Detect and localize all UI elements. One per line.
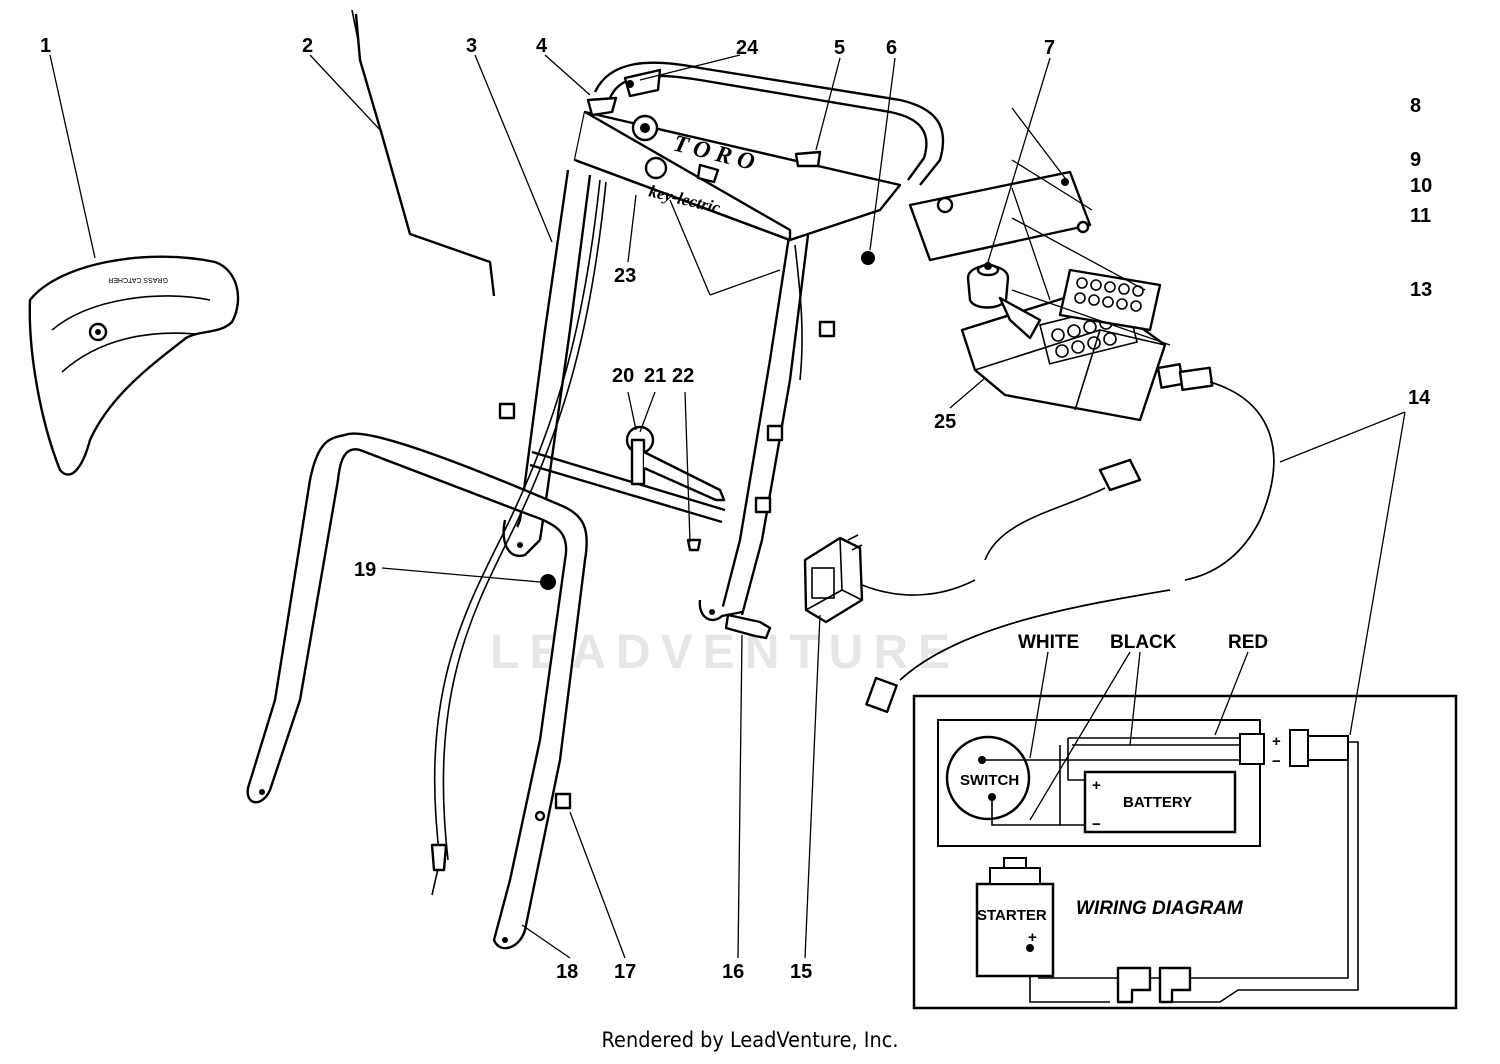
callout-22: 22 [672, 365, 694, 387]
callout-1: 1 [40, 35, 51, 57]
callout-15: 15 [790, 961, 812, 983]
callout-17: 17 [614, 961, 636, 983]
callout-24: 24 [736, 37, 759, 59]
wiring-diagram-title: WIRING DIAGRAM [1076, 898, 1244, 919]
callout-numbers: 1 2 3 4 24 5 6 7 8 9 10 11 13 14 25 23 2… [40, 35, 1432, 983]
label-white: WHITE [1018, 632, 1079, 653]
callout-25: 25 [934, 411, 956, 433]
callout-18: 18 [556, 961, 578, 983]
callout-10: 10 [1410, 175, 1432, 197]
control-panel: TORO key-lectric [573, 68, 902, 265]
callout-21: 21 [644, 365, 666, 387]
callout-3: 3 [466, 35, 477, 57]
footer-credit: Rendered by LeadVenture, Inc. [601, 1028, 899, 1052]
callout-8: 8 [1410, 95, 1421, 117]
callout-16: 16 [722, 961, 744, 983]
battery-symbol [1083, 770, 1237, 834]
callout-6: 6 [886, 37, 897, 59]
callout-13: 13 [1410, 279, 1432, 301]
callout-23: 23 [614, 265, 636, 287]
leader-lines [49, 54, 1406, 959]
part-2-control-rod [351, 9, 496, 297]
battery-enclosure [937, 719, 1261, 847]
label-red: RED [1228, 632, 1268, 653]
connector-plus: + [1272, 733, 1281, 750]
starter-label: STARTER [977, 907, 1047, 924]
part-1-grass-deflector: GRASS CATCHER [28, 255, 240, 476]
callout-5: 5 [834, 37, 845, 59]
callout-4: 4 [536, 35, 548, 57]
callout-7: 7 [1044, 37, 1055, 59]
callout-20: 20 [612, 365, 634, 387]
connector-minus: − [1272, 753, 1281, 770]
switch-label: SWITCH [960, 772, 1019, 789]
battery-assembly [908, 170, 1214, 422]
part-16-bolt [724, 613, 772, 640]
part-20-21-22-latch [625, 425, 726, 502]
label-black: BLACK [1110, 632, 1177, 653]
part-15-charger [803, 534, 976, 624]
battery-label: BATTERY [1123, 794, 1192, 811]
callout-9: 9 [1410, 149, 1421, 171]
part-14-cord [865, 381, 1275, 714]
part-18-lower-handle [246, 432, 588, 950]
battery-minus: − [1092, 816, 1101, 833]
svg-text:GRASS CATCHER: GRASS CATCHER [108, 276, 168, 283]
callout-19: 19 [354, 559, 376, 581]
callout-14: 14 [1408, 387, 1431, 409]
part-3-upper-handle [502, 61, 945, 622]
control-cable [430, 179, 803, 896]
wiring-diagram: WHITE BLACK RED SWITCH BATTERY + − + − [912, 632, 1458, 1010]
starter-plus: + [1028, 929, 1037, 946]
switch-symbol [945, 735, 1031, 821]
wiring-frame [912, 694, 1458, 1010]
small-clips [498, 320, 836, 822]
callout-11: 11 [1410, 205, 1431, 227]
callout-2: 2 [302, 35, 313, 57]
starter-symbol [975, 882, 1055, 978]
battery-plus: + [1092, 777, 1101, 794]
